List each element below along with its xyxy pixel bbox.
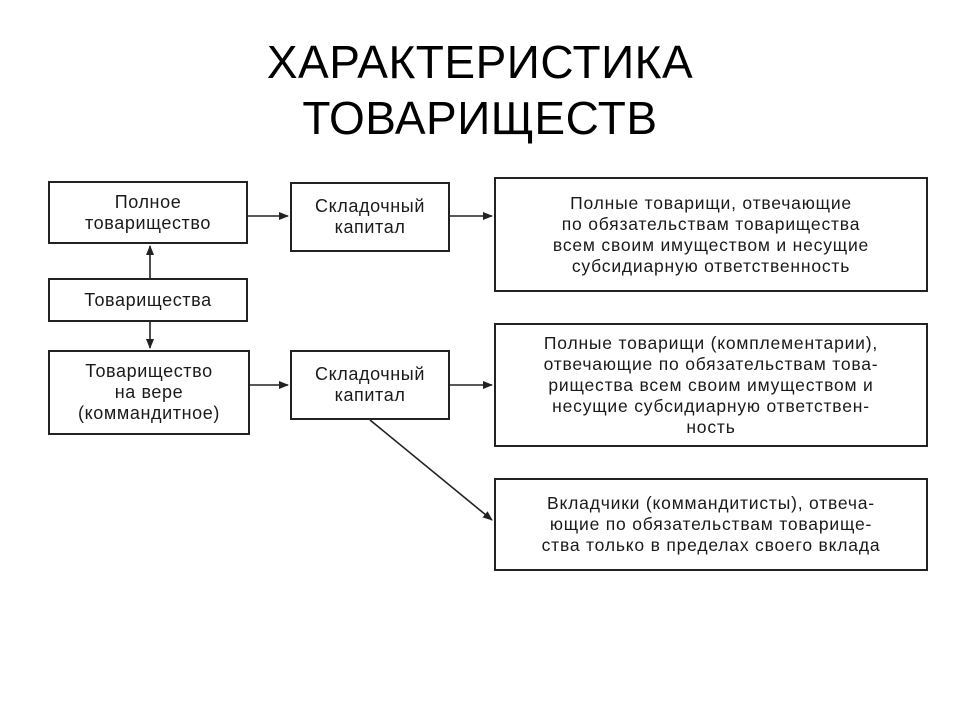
share-capital-label-2: Складочный капитал: [314, 364, 426, 405]
full-partners-description: Полные товарищи, отвечающие по обязатель…: [552, 192, 870, 276]
share-capital-label-1: Складочный капитал: [314, 196, 426, 237]
limited-partnership-label: Товарищество на вере (коммандитное): [78, 361, 220, 423]
full-partnership-box: Полное товарищество: [48, 181, 248, 244]
share-capital-box-1: Складочный капитал: [290, 182, 450, 252]
limited-partnership-box: Товарищество на вере (коммандитное): [48, 350, 250, 435]
general-partners-description: Полные товарищи (комплементарии), отвеча…: [543, 332, 879, 437]
partnerships-label: Товарищества: [84, 289, 212, 310]
general-partners-description-box: Полные товарищи (комплементарии), отвеча…: [494, 323, 928, 447]
title-line-1: ХАРАКТЕРИСТИКА: [266, 36, 694, 88]
page-title: ХАРАКТЕРИСТИКА ТОВАРИЩЕСТВ: [0, 34, 960, 146]
arrow-capital-to-desc-limited: [369, 419, 493, 521]
limited-partners-description-box: Вкладчики (коммандитисты), отвеча- ющие …: [494, 478, 928, 571]
share-capital-box-2: Складочный капитал: [290, 350, 450, 420]
full-partners-description-box: Полные товарищи, отвечающие по обязатель…: [494, 177, 928, 292]
partnerships-box: Товарищества: [48, 278, 248, 322]
limited-partners-description: Вкладчики (коммандитисты), отвеча- ющие …: [541, 493, 881, 555]
full-partnership-label: Полное товарищество: [85, 191, 211, 233]
title-line-2: ТОВАРИЩЕСТВ: [302, 92, 658, 144]
